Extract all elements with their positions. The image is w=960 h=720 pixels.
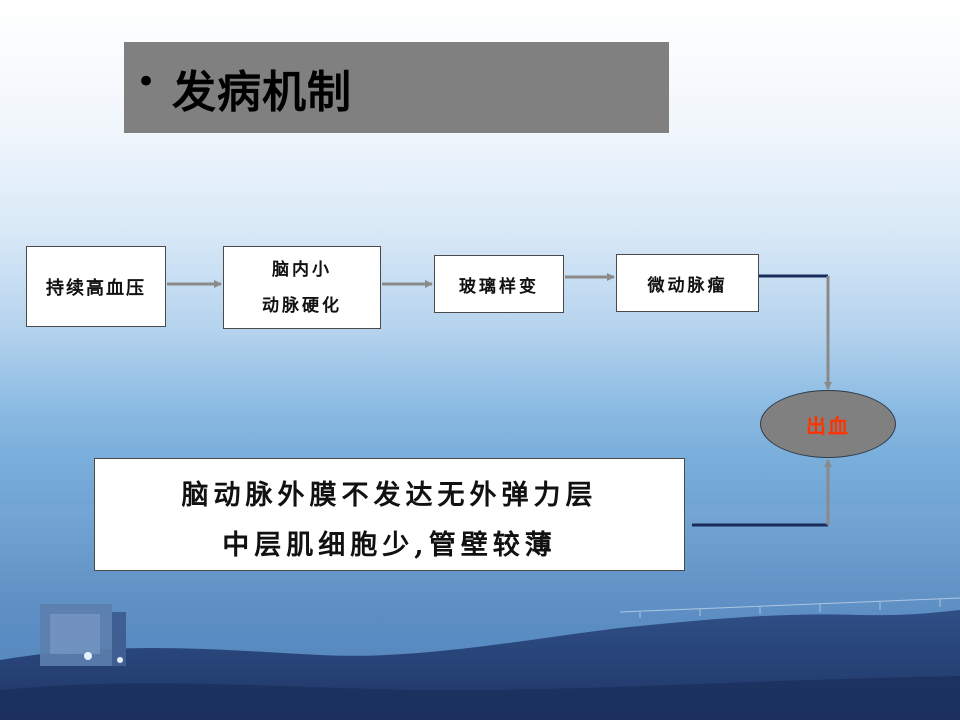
fence-lines — [619, 597, 960, 618]
node-label: 持续高血压 — [46, 277, 146, 299]
node-label: 微动脉瘤 — [647, 275, 728, 296]
node-microaneurysm: 微动脉瘤 — [616, 254, 759, 312]
title-bullet: • — [136, 62, 157, 102]
node-label: 玻璃样变 — [459, 276, 539, 297]
cause-line1: 脑动脉外膜不发达无外弹力层 — [181, 480, 598, 511]
title-box: • 发病机制 — [124, 42, 669, 133]
cause-box: 脑动脉外膜不发达无外弹力层 中层肌细胞少,管壁较薄 — [94, 458, 685, 571]
node-label-line2: 动脉硬化 — [262, 295, 342, 316]
node-hemorrhage: 出血 — [760, 390, 896, 458]
node-hyaline-change: 玻璃样变 — [434, 255, 564, 313]
node-sustained-hypertension: 持续高血压 — [26, 246, 166, 327]
node-arteriosclerosis: 脑内小 动脉硬化 — [223, 246, 381, 329]
result-label: 出血 — [806, 413, 850, 438]
node-label-line1: 脑内小 — [272, 259, 332, 280]
cause-line2: 中层肌细胞少,管壁较薄 — [222, 530, 557, 561]
truck-icon — [40, 604, 126, 666]
slide-title: 发病机制 — [172, 67, 352, 118]
